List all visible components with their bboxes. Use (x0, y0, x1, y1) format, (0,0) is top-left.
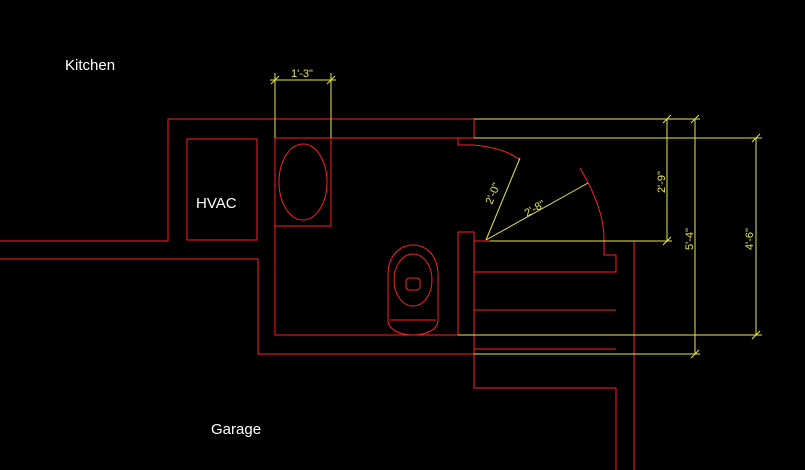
hvac-label: HVAC (196, 195, 237, 212)
toilet (387, 244, 439, 336)
kitchen-label: Kitchen (65, 57, 115, 74)
dim-label-toilet-width: 1'-3" (291, 68, 313, 80)
dim-label-height-c: 4'-6" (744, 228, 756, 250)
sink (274, 137, 332, 227)
dim-label-height-b: 5'-4" (684, 228, 696, 250)
stairs (474, 309, 616, 389)
bathroom-walls (274, 137, 490, 354)
dimension-toilet-width: 1'-3" (270, 68, 336, 138)
hvac-unit (186, 138, 258, 241)
dim-label-door-right: 2'-8" (523, 198, 548, 219)
doors (473, 144, 634, 273)
garage-label: Garage (211, 421, 261, 438)
dimension-door-diagonals: 2'-0" 2'-8" (484, 157, 589, 241)
outer-walls (0, 118, 635, 470)
dim-label-height-a: 2'-9" (656, 171, 668, 193)
dim-label-door-left: 2'-0" (484, 181, 503, 206)
dimension-heights: 2'-9" 5'-4" 4'-6" (458, 114, 762, 359)
